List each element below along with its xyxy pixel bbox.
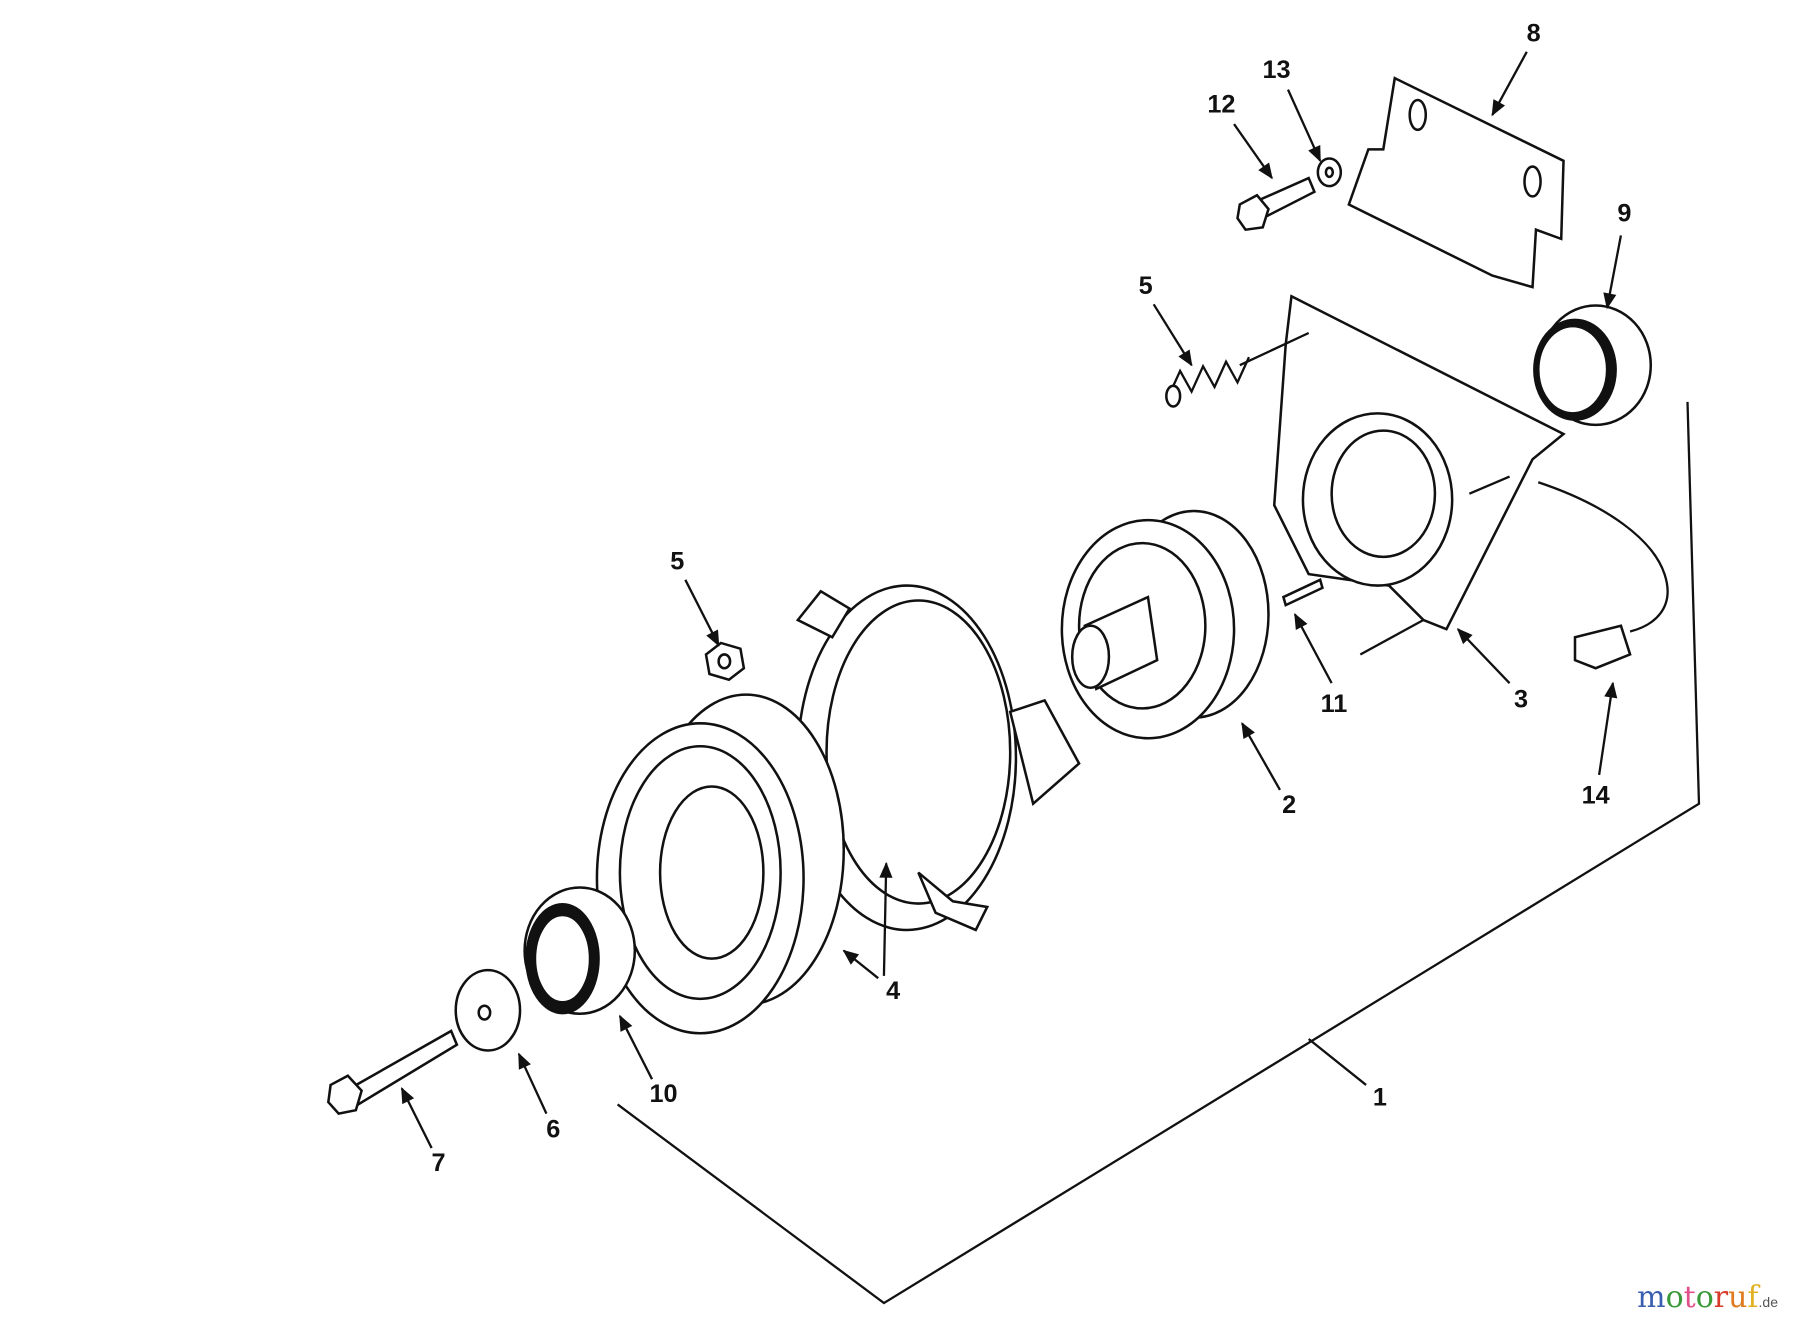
callout-5b: 5 bbox=[670, 547, 684, 575]
logo-letter: t bbox=[1683, 1280, 1696, 1315]
brake-ring-4 bbox=[795, 584, 1081, 932]
callout-4: 4 bbox=[886, 977, 900, 1005]
callout-13: 13 bbox=[1262, 56, 1290, 84]
arrowhead-4 bbox=[842, 949, 860, 965]
connector-14 bbox=[1573, 624, 1632, 670]
logo-letter: o bbox=[1665, 1280, 1684, 1315]
motoruf-watermark-logo: motoruf.de bbox=[1637, 1280, 1778, 1315]
arrowhead-6 bbox=[518, 1052, 531, 1070]
callout-6: 6 bbox=[546, 1116, 560, 1144]
callout-12: 12 bbox=[1207, 91, 1235, 119]
callout-10: 10 bbox=[649, 1080, 677, 1108]
leader-arrow-4 bbox=[882, 863, 888, 976]
bearing-10 bbox=[523, 886, 637, 1016]
callout-3: 3 bbox=[1514, 685, 1528, 713]
field-housing bbox=[1239, 294, 1669, 656]
callout-9: 9 bbox=[1617, 200, 1631, 228]
callout-1: 1 bbox=[1373, 1084, 1387, 1112]
mounting-bracket bbox=[1347, 76, 1565, 289]
arrowhead-14 bbox=[1604, 681, 1618, 699]
pulley-4 bbox=[595, 693, 846, 1035]
callout-2: 2 bbox=[1282, 791, 1296, 819]
arrowhead-12 bbox=[1258, 162, 1273, 180]
armature-2 bbox=[1060, 509, 1270, 740]
callout-8: 8 bbox=[1527, 19, 1541, 47]
bolt-7 bbox=[326, 1029, 459, 1116]
nut-5 bbox=[704, 641, 746, 682]
arrowhead-7 bbox=[401, 1087, 415, 1105]
logo-letter: m bbox=[1637, 1280, 1666, 1315]
arrowhead-5b bbox=[706, 629, 720, 647]
washer-13 bbox=[1316, 157, 1343, 188]
callout-14: 14 bbox=[1582, 782, 1610, 810]
arrowhead-3 bbox=[1456, 628, 1473, 645]
arrowhead-11 bbox=[1294, 612, 1308, 631]
logo-letter: r bbox=[1713, 1280, 1729, 1315]
pin-11 bbox=[1281, 578, 1324, 607]
logo-letter: o bbox=[1695, 1280, 1714, 1315]
arrowhead-2 bbox=[1241, 722, 1255, 740]
bearing-9 bbox=[1533, 304, 1653, 427]
spring bbox=[1165, 356, 1251, 408]
assembly-bracket-line bbox=[616, 401, 1701, 1305]
leader-arrow-14 bbox=[1597, 682, 1615, 776]
arrowhead-8 bbox=[1491, 99, 1506, 117]
callout-11: 11 bbox=[1321, 690, 1348, 718]
logo-letter: f bbox=[1747, 1280, 1759, 1315]
bolt-12 bbox=[1236, 176, 1317, 232]
arrowhead-9 bbox=[1603, 292, 1617, 310]
callout-labels: 8 13 12 9 5 5 11 3 2 14 4 10 6 7 1 bbox=[400, 19, 1631, 1177]
logo-letter: u bbox=[1728, 1280, 1748, 1315]
assembly-leader bbox=[1307, 1038, 1367, 1086]
washer-6 bbox=[454, 968, 522, 1052]
logo-suffix: .de bbox=[1758, 1294, 1778, 1310]
arrowhead-4 bbox=[879, 861, 893, 878]
arrowhead-13 bbox=[1308, 145, 1321, 163]
arrowhead-10 bbox=[619, 1014, 633, 1032]
callout-7: 7 bbox=[431, 1149, 445, 1177]
arrowhead-5a bbox=[1178, 349, 1193, 367]
callout-5a: 5 bbox=[1139, 272, 1153, 300]
